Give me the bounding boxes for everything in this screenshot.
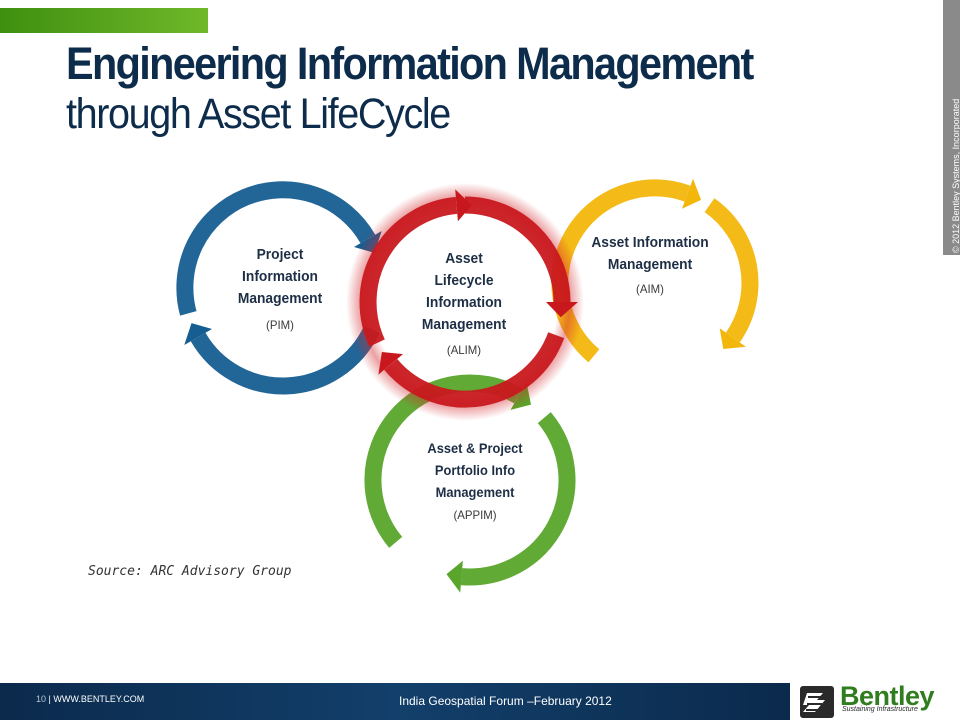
pim-label-line: Information	[242, 268, 318, 285]
pim-label-line: Management	[237, 290, 323, 307]
alim-abbr: (ALIM)	[446, 343, 482, 357]
footer-separator: |	[46, 694, 54, 704]
footer-bar	[0, 683, 790, 720]
appim-abbr: (APPIM)	[453, 508, 497, 522]
appim-ring-arc	[460, 412, 576, 586]
pim-arrowhead-icon	[184, 323, 212, 345]
alim-label-line: Lifecycle	[434, 272, 494, 289]
footer-url-link[interactable]: WWW.BENTLEY.COM	[53, 694, 145, 704]
alim-ring-arc	[384, 332, 565, 408]
alim-arrowhead-icon	[378, 352, 403, 375]
appim-label: Asset & Project Portfolio Info Managemen…	[406, 437, 544, 503]
aim-arrowhead-icon	[719, 328, 746, 349]
aim-label-line: Management	[607, 256, 693, 273]
aim-arrowhead-icon	[682, 178, 702, 209]
source-citation: Source: ARC Advisory Group	[88, 564, 292, 579]
pim-label: Project Information Management	[220, 244, 340, 310]
aim-abbr: (AIM)	[636, 282, 664, 296]
alim-label-line: Asset	[445, 250, 483, 267]
accent-bar	[0, 8, 208, 33]
aim-label: Asset Information Management	[576, 232, 723, 276]
pim-label-line: Project	[256, 246, 304, 263]
pim-ring-arc	[176, 181, 376, 316]
aim-ring-arc	[704, 198, 759, 343]
page-number: 10	[36, 694, 47, 704]
aim-label-line: Asset Information	[591, 234, 709, 251]
logo-tagline: Sustaining Infrastructure	[842, 706, 918, 713]
pim-ring-arc	[190, 325, 380, 395]
footer-left: 10 | WWW.BENTLEY.COM	[36, 694, 144, 704]
appim-arrowhead-icon	[446, 560, 463, 593]
alim-arrowhead-icon	[455, 189, 472, 222]
copyright-strip	[943, 0, 960, 255]
alim-ring-arc	[359, 196, 458, 347]
slide-subtitle: through Asset LifeCycle	[66, 90, 451, 138]
appim-label-line: Portfolio Info	[434, 462, 516, 478]
alim-label-line: Management	[421, 316, 507, 333]
bentley-logo-icon	[800, 686, 834, 718]
logo-wordmark: Bentley	[840, 681, 935, 711]
alim-ring-arc	[464, 196, 571, 303]
appim-label-line: Asset & Project	[427, 440, 523, 456]
alim-arrowhead-icon	[546, 302, 578, 318]
pim-abbr: (PIM)	[266, 318, 294, 332]
footer-event: India Geospatial Forum –February 2012	[399, 694, 612, 708]
alim-label-line: Information	[426, 294, 502, 311]
alim-glow	[346, 183, 584, 421]
appim-label-line: Management	[435, 484, 515, 500]
slide-title: Engineering Information Management	[66, 38, 754, 89]
alim-label: Asset Lifecycle Information Management	[404, 248, 524, 336]
